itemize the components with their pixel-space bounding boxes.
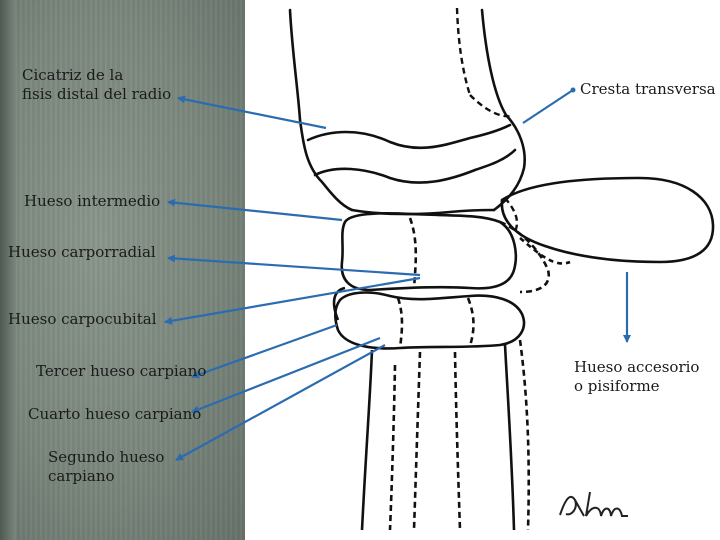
label-hueso-accesorio: Hueso accesorio o pisiforme (574, 358, 699, 396)
arrow-carporradial (168, 258, 420, 275)
label-segundo-hueso-carpiano: Segundo hueso carpiano (48, 448, 164, 486)
metacarpals (362, 340, 529, 530)
distal-row (334, 288, 524, 348)
signature (560, 492, 628, 516)
arrow-carpocubital (192, 325, 337, 377)
label-cicatriz: Cicatriz de la fisis distal del radio (22, 66, 171, 104)
cresta-dot (571, 88, 576, 93)
arrow-tercer (165, 278, 420, 322)
arrow-cresta (523, 90, 573, 123)
radius-bone (290, 10, 525, 214)
label-cresta-transversa: Cresta transversa (580, 80, 716, 99)
label-hueso-carporradial: Hueso carporradial (8, 243, 156, 262)
arrow-intermedio (168, 202, 342, 220)
arrow-cuarto (192, 338, 380, 412)
label-tercer-hueso-carpiano: Tercer hueso carpiano (36, 362, 206, 381)
label-hueso-carpocubital: Hueso carpocubital (8, 310, 157, 329)
accessory-carpal (502, 178, 713, 263)
label-cuarto-hueso-carpiano: Cuarto hueso carpiano (28, 405, 201, 424)
arrow-cicatriz (178, 98, 326, 128)
arrow-segundo (176, 345, 385, 460)
leader-arrows (165, 90, 627, 460)
label-hueso-intermedio: Hueso intermedio (24, 192, 160, 211)
